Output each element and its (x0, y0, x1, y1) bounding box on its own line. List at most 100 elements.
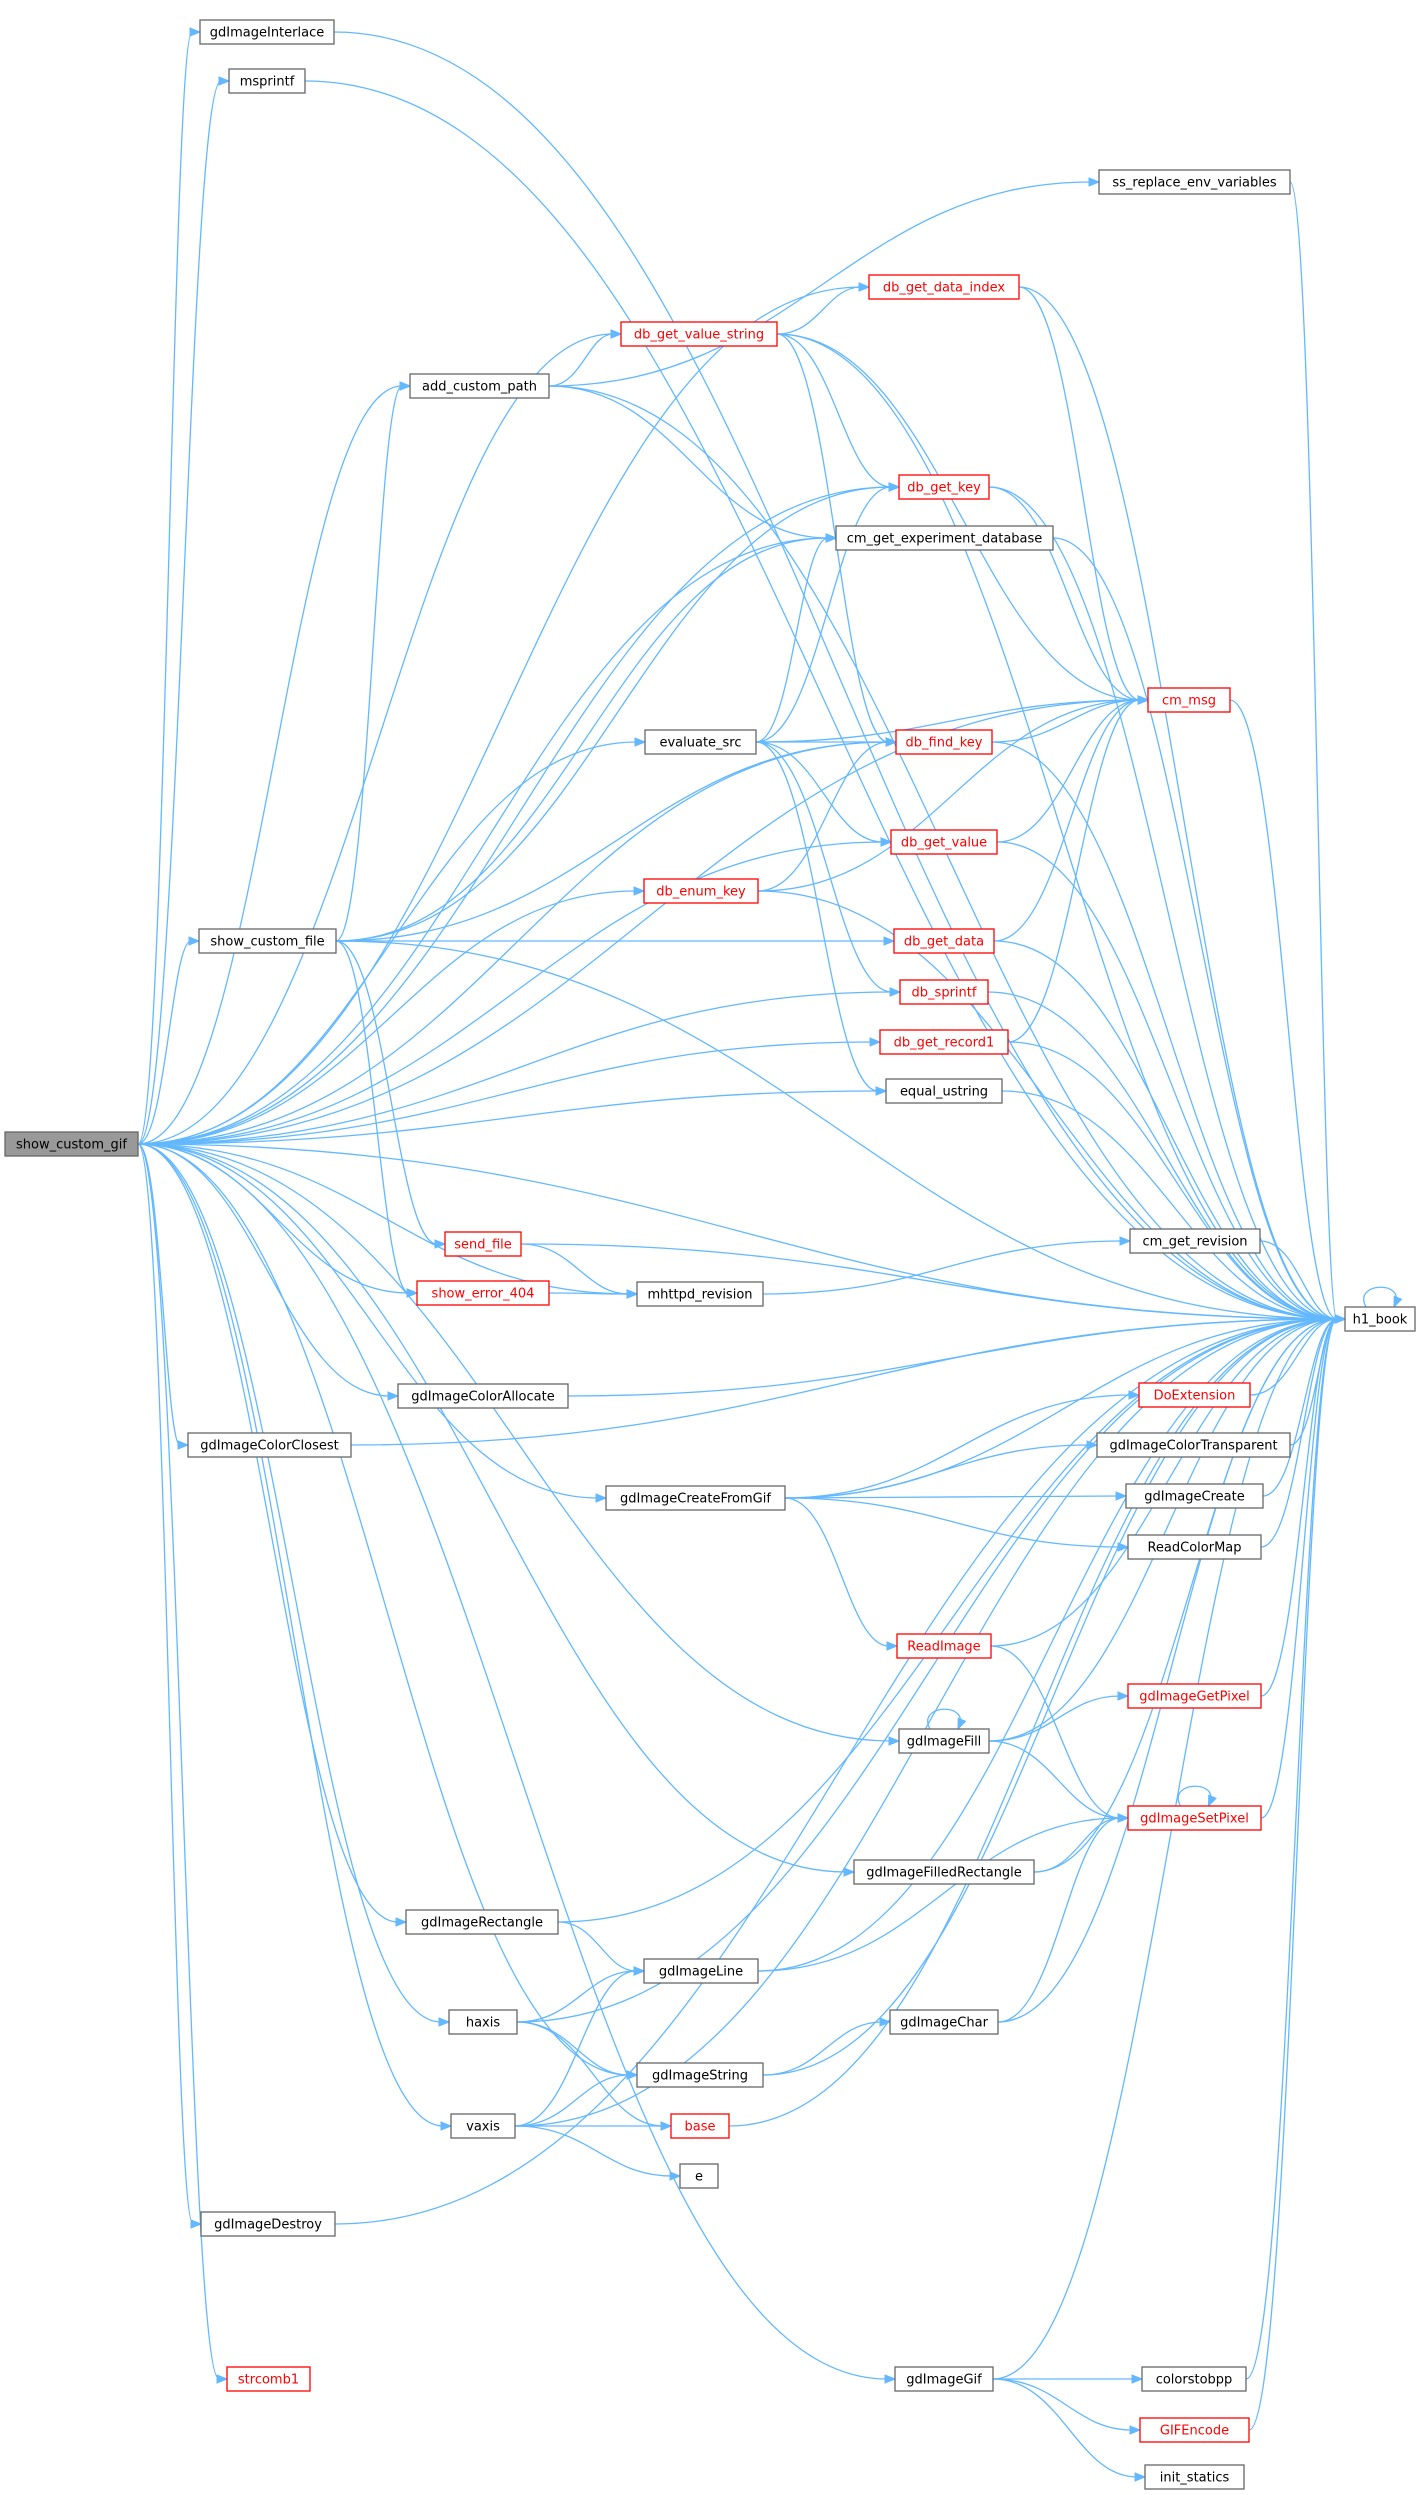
node-label: DoExtension (1154, 1389, 1236, 1404)
node-vaxis[interactable]: vaxis (450, 2113, 516, 2139)
edge-arrowhead (888, 1736, 901, 1746)
node-init-statics[interactable]: init_statics (1144, 2464, 1245, 2490)
node-gdimagefilledrectangle[interactable]: gdImageFilledRectangle (853, 1859, 1035, 1885)
node-label: base (685, 2120, 716, 2135)
edge-gdimagefill-to-h1-book (988, 1318, 1338, 1742)
node-equal-ustring[interactable]: equal_ustring (885, 1078, 1003, 1104)
node-gdimagerectangle[interactable]: gdImageRectangle (405, 1909, 559, 1935)
node-gdimagesetpixel[interactable]: gdImageSetPixel (1127, 1805, 1262, 1831)
node-h1-book[interactable]: h1_book (1344, 1306, 1416, 1332)
node-label: show_custom_gif (16, 1138, 127, 1153)
edge-gdimagefill-to-gdimagefill (927, 1708, 961, 1730)
node-gdimagestring[interactable]: gdImageString (636, 2062, 764, 2088)
node-db-get-record1[interactable]: db_get_record1 (879, 1029, 1009, 1055)
edge-arrowhead (885, 737, 898, 747)
node-show-custom-file[interactable]: show_custom_file (198, 928, 337, 954)
edge-arrowhead (218, 76, 231, 86)
node-cm-msg[interactable]: cm_msg (1147, 687, 1231, 713)
edge-db-get-data-index-to-cm-msg (1018, 286, 1141, 701)
edge-gdimagerectangle-to-h1-book (557, 1318, 1338, 1923)
edge-vaxis-to-gdimagestring (514, 2074, 630, 2127)
node-readcolormap[interactable]: ReadColorMap (1127, 1534, 1262, 1560)
node-label: db_enum_key (656, 885, 746, 900)
node-gdimageinterlace[interactable]: gdImageInterlace (199, 19, 335, 45)
node-gdimagegetpixel[interactable]: gdImageGetPixel (1127, 1683, 1262, 1709)
node-gdimagecreatefromgif[interactable]: gdImageCreateFromGif (605, 1485, 786, 1511)
node-gdimagecolorclosest[interactable]: gdImageColorClosest (187, 1432, 352, 1458)
node-show-error-404[interactable]: show_error_404 (416, 1280, 550, 1306)
node-label: evaluate_src (659, 736, 741, 751)
edge-arrowhead (1393, 1295, 1403, 1309)
node-send-file[interactable]: send_file (444, 1231, 522, 1257)
node-gdimagefill[interactable]: gdImageFill (898, 1728, 990, 1754)
edge-arrowhead (1334, 1314, 1347, 1324)
edge-gdimagechar-to-h1-book (997, 1318, 1338, 2023)
node-cm-get-experiment-database[interactable]: cm_get_experiment_database (835, 525, 1054, 551)
edge-show-custom-gif-to-mhttpd-revision (137, 1143, 630, 1295)
node-label: show_custom_file (210, 935, 324, 950)
edge-show-custom-gif-to-msprintf (137, 80, 222, 1145)
node-strcomb1[interactable]: strcomb1 (226, 2366, 311, 2392)
edge-cm-get-experiment-database-to-h1-book (1052, 537, 1338, 1320)
node-label: gdImageColorAllocate (411, 1390, 554, 1405)
node-gdimagegif[interactable]: gdImageGif (894, 2366, 994, 2392)
node-gdimagedestroy[interactable]: gdImageDestroy (200, 2211, 336, 2237)
edge-haxis-to-gdimageline (516, 1970, 637, 2023)
node-e[interactable]: e (679, 2163, 719, 2189)
edge-arrowhead (888, 482, 901, 492)
edge-arrowhead (884, 2374, 897, 2384)
edge-db-get-data-index-to-h1-book (1018, 286, 1338, 1320)
node-box (1125, 1483, 1264, 1509)
edge-arrowhead (669, 2171, 682, 2181)
node-label: cm_msg (1162, 694, 1216, 709)
node-box (636, 2062, 764, 2088)
node-gdimagechar[interactable]: gdImageChar (889, 2009, 999, 2035)
edge-show-custom-gif-to-strcomb1 (137, 1143, 220, 2380)
edge-arrowhead (883, 936, 896, 946)
node-gdimagecolorallocate[interactable]: gdImageColorAllocate (397, 1383, 569, 1409)
edge-show-custom-gif-to-show-error-404 (137, 1143, 410, 1294)
node-box (890, 829, 998, 855)
edge-evaluate-src-to-db-sprintf (755, 741, 893, 993)
node-db-enum-key[interactable]: db_enum_key (643, 878, 759, 904)
node-box (636, 1281, 764, 1307)
edge-arrowhead (1117, 1691, 1130, 1701)
node-box (226, 2366, 311, 2392)
node-haxis[interactable]: haxis (448, 2009, 518, 2035)
edge-vaxis-to-e (514, 2125, 673, 2177)
node-base[interactable]: base (670, 2113, 730, 2139)
node-mhttpd-revision[interactable]: mhttpd_revision (636, 1281, 764, 1307)
edge-db-sprintf-to-h1-book (987, 991, 1338, 1320)
edge-arrowhead (216, 2374, 229, 2384)
edge-cm-msg-to-h1-book (1229, 699, 1338, 1320)
node-gdimagecolortransparent[interactable]: gdImageColorTransparent (1096, 1432, 1291, 1458)
node-db-get-data[interactable]: db_get_data (893, 928, 995, 954)
node-gifencode[interactable]: GIFEncode (1139, 2417, 1250, 2443)
node-db-get-key[interactable]: db_get_key (898, 474, 990, 500)
node-show-custom-gif[interactable]: show_custom_gif (4, 1131, 139, 1157)
edge-gdimagegif-to-gifencode (992, 2378, 1133, 2431)
node-box (1139, 2417, 1250, 2443)
node-db-find-key[interactable]: db_find_key (895, 729, 993, 755)
edge-haxis-to-base (516, 2021, 664, 2127)
node-box (868, 274, 1020, 300)
node-db-get-value[interactable]: db_get_value (890, 829, 998, 855)
node-db-sprintf[interactable]: db_sprintf (899, 979, 989, 1005)
node-label: msprintf (240, 75, 295, 90)
node-cm-get-revision[interactable]: cm_get_revision (1129, 1228, 1261, 1254)
node-msprintf[interactable]: msprintf (228, 68, 306, 94)
edge-vaxis-to-gdimageline (514, 1970, 637, 2127)
edge-show-custom-gif-to-gdimagerectangle (137, 1143, 399, 1923)
node-readimage[interactable]: ReadImage (896, 1633, 992, 1659)
node-doextension[interactable]: DoExtension (1138, 1382, 1251, 1408)
node-ss-replace-env-variables[interactable]: ss_replace_env_variables (1098, 169, 1291, 195)
edge-show-custom-gif-to-gdimagecreatefromgif (137, 1143, 599, 1499)
node-evaluate-src[interactable]: evaluate_src (644, 729, 757, 755)
node-gdimageline[interactable]: gdImageLine (643, 1958, 759, 1984)
node-colorstobpp[interactable]: colorstobpp (1141, 2366, 1247, 2392)
node-add-custom-path[interactable]: add_custom_path (409, 373, 550, 399)
node-db-get-data-index[interactable]: db_get_data_index (868, 274, 1020, 300)
node-db-get-value-string[interactable]: db_get_value_string (620, 321, 778, 347)
node-gdimagecreate[interactable]: gdImageCreate (1125, 1483, 1264, 1509)
edge-arrowhead (438, 2017, 451, 2027)
